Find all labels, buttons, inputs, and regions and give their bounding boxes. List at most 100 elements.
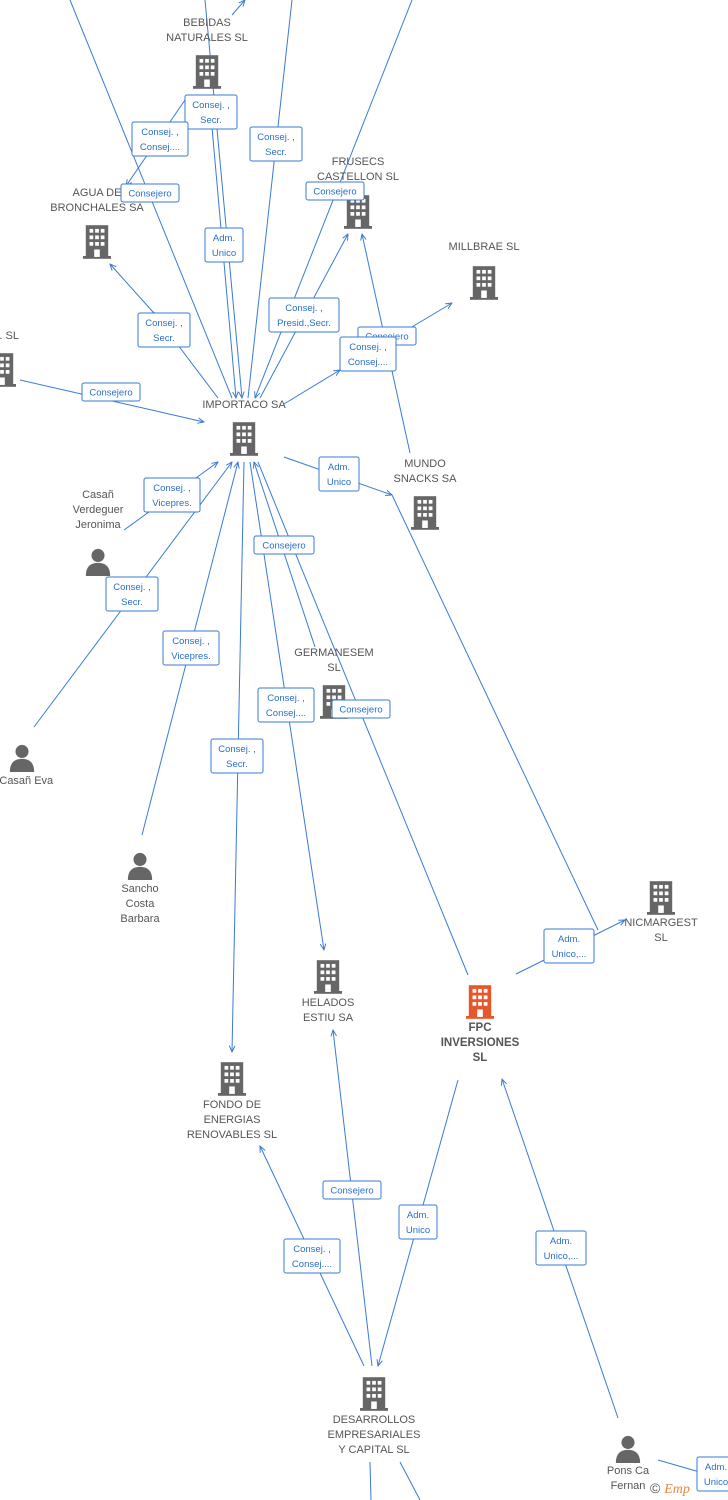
edge-label-l21[interactable]: Consejero: [322, 1180, 382, 1200]
node-importaco[interactable]: IMPORTACO SA: [202, 399, 286, 456]
edge-label-l12[interactable]: Adm.Unico: [318, 456, 360, 492]
edge-line: [283, 370, 340, 405]
edge-label-box: [162, 630, 220, 666]
node-label: DESARROLLOS: [333, 1414, 416, 1426]
node-label: AGUA DE: [73, 187, 122, 199]
edge-label-text: Secr.: [265, 147, 287, 158]
edge-label-text: Consejero: [313, 187, 356, 198]
edge-label-l25[interactable]: Adm.Unico: [696, 1456, 728, 1492]
edge-label-l24[interactable]: Adm.Unico,...: [535, 1230, 587, 1266]
edge-label-l13[interactable]: Consej. , Vicepres.: [143, 477, 201, 513]
node-label: Sancho: [121, 883, 158, 895]
edge-line: [110, 264, 154, 313]
node-sl_left[interactable]: . SL: [0, 330, 19, 387]
building-icon: [411, 496, 439, 530]
edge-label-text: Consejero: [262, 541, 305, 552]
edge-label-text: Consej. ,: [257, 132, 295, 143]
edge-label-text: Consejero: [330, 1186, 373, 1197]
node-frusecs[interactable]: FRUSECS CASTELLON SL: [317, 156, 399, 229]
edge-label-l6[interactable]: Adm.Unico: [204, 227, 244, 263]
edge-label-l3[interactable]: Consejero: [120, 183, 180, 203]
node-label: NICMARGEST: [624, 917, 698, 929]
edge-label-text: Secr.: [153, 333, 175, 344]
node-nicmargest[interactable]: NICMARGEST SL: [624, 881, 698, 944]
edge-label-text: Unico: [327, 477, 351, 488]
edge-label-l4[interactable]: Consej. , Secr.: [249, 126, 303, 162]
edge-label-text: Presid.,Secr.: [277, 318, 331, 329]
node-label: FRUSECS: [332, 156, 385, 168]
edge-label-text: Consej. ,: [293, 1244, 331, 1255]
edge-label-l15[interactable]: Consej. ,Secr.: [105, 576, 159, 612]
edge-label-box: [131, 121, 189, 157]
edge-label-l18[interactable]: Consejero: [331, 699, 391, 719]
edge-label-l9[interactable]: Consej. , Consej....: [339, 336, 397, 372]
edge-label-l20[interactable]: Adm.Unico,...: [543, 928, 595, 964]
node-label: FONDO DE: [203, 1099, 261, 1111]
edge-label-text: Consej. ,: [192, 100, 230, 111]
edge-label-l1[interactable]: Consej. , Secr.: [184, 94, 238, 130]
building-icon: [230, 422, 258, 456]
brand-logo[interactable]: Emp: [664, 1482, 690, 1497]
person-icon: [85, 548, 111, 576]
footer: © Emp: [650, 1480, 690, 1498]
edge-label-l23[interactable]: Consej. ,Consej....: [283, 1238, 341, 1274]
node-label: SL: [327, 662, 340, 674]
edge-label-l2[interactable]: Consej. ,Consej....: [131, 121, 189, 157]
edge-label-l17[interactable]: Consej. ,Consej....: [257, 687, 315, 723]
node-label: BEBIDAS: [183, 17, 231, 29]
edge-label-box: [331, 699, 391, 719]
edge-line: [399, 1461, 421, 1500]
edge-label-text: Consej....: [348, 357, 388, 368]
node-label: SL: [654, 932, 667, 944]
node-label: HELADOS: [302, 997, 355, 1009]
edge-label-text: Consej. ,: [141, 127, 179, 138]
edge-label-l22[interactable]: Adm.Unico: [398, 1204, 438, 1240]
edge-label-text: Consej. ,: [153, 483, 191, 494]
node-casan_eva[interactable]: s Casañ Eva: [0, 744, 54, 787]
edge-line: [391, 494, 599, 931]
node-label: RENOVABLES SL: [187, 1129, 277, 1141]
edge-label-box: [339, 336, 397, 372]
node-label: FPC: [469, 1022, 492, 1034]
edge-label-text: Vicepres.: [152, 498, 191, 509]
copyright-mark: ©: [650, 1480, 661, 1496]
edge-label-box: [305, 181, 365, 201]
node-label: SL: [473, 1052, 488, 1064]
edge-label-text: Consejero: [128, 189, 171, 200]
edge-line: [231, 0, 245, 16]
edge-label-text: Secr.: [200, 115, 222, 126]
node-label: CASTELLON SL: [317, 171, 399, 183]
edge-label-box: [137, 312, 191, 348]
node-label: MILLBRAE SL: [449, 241, 520, 253]
edge-label-l10[interactable]: Consej. ,Secr.: [137, 312, 191, 348]
edge-label-text: Vicepres.: [171, 651, 210, 662]
edge-label-l19[interactable]: Consej. ,Secr.: [210, 738, 264, 774]
person-icon: [127, 852, 153, 880]
building-icon: [466, 985, 494, 1019]
edge-label-text: Unico: [704, 1477, 728, 1488]
node-label: Pons Ca: [607, 1465, 650, 1477]
edge-line: [247, 0, 293, 399]
node-millbrae[interactable]: MILLBRAE SL: [449, 241, 520, 300]
edge-line: [369, 1461, 372, 1500]
node-label: Casañ: [82, 489, 114, 501]
edge-label-l11[interactable]: Consejero: [81, 382, 141, 402]
edge-label-box: [398, 1204, 438, 1240]
edge-label-text: Unico: [406, 1225, 430, 1236]
edge-label-l7[interactable]: Consej. ,Presid.,Secr.: [268, 297, 340, 333]
edge-label-text: Consej. ,: [349, 342, 387, 353]
edge-label-l14[interactable]: Consejero: [253, 535, 315, 555]
edge-label-l5[interactable]: Consejero: [305, 181, 365, 201]
edge-label-l16[interactable]: Consej. ,Vicepres.: [162, 630, 220, 666]
